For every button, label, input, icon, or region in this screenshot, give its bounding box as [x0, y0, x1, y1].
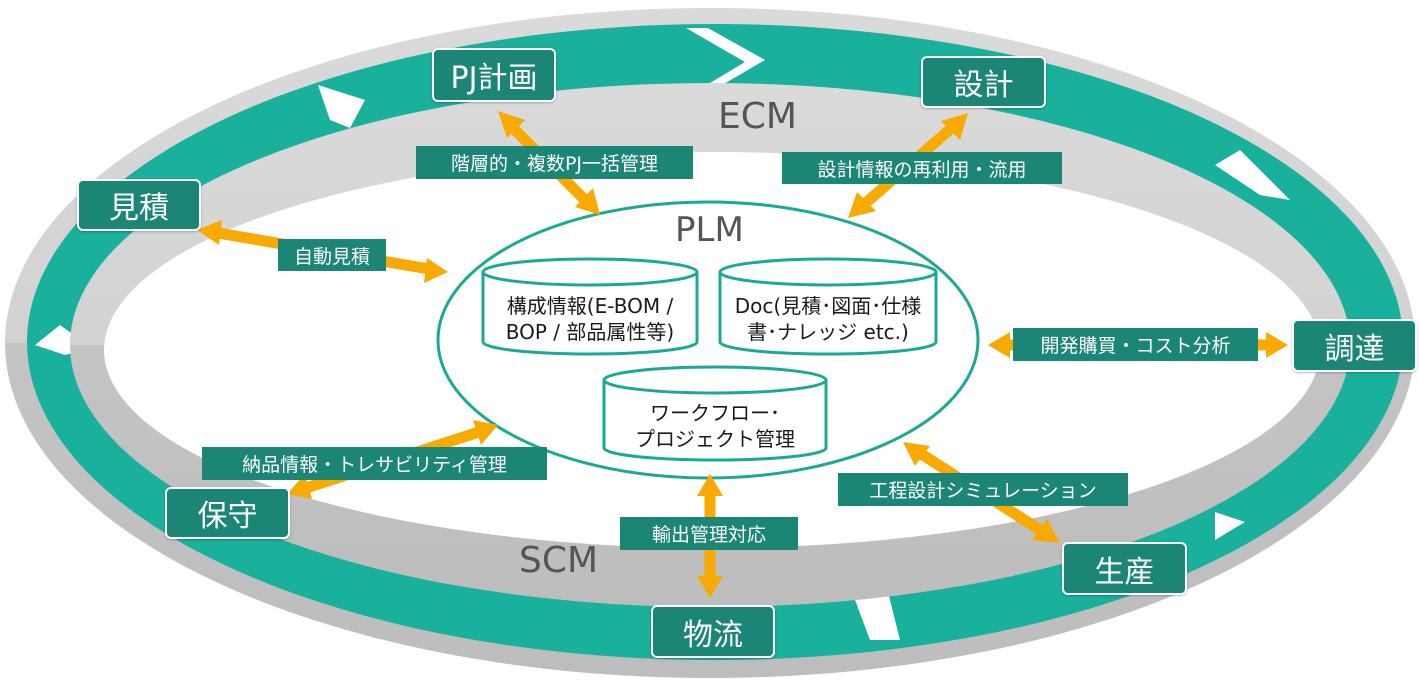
stage-estimate: 見積	[77, 179, 201, 231]
tag-dev-purchase: 開発購買・コスト分析	[1013, 328, 1258, 361]
stage-design: 設計	[921, 56, 1046, 108]
stage-pj-plan: PJ計画	[432, 48, 556, 102]
ecm-label: ECM	[718, 96, 797, 137]
db-doc	[718, 257, 938, 356]
stage-logistics: 物流	[651, 605, 775, 658]
db-structure	[481, 257, 699, 356]
db-workflow	[602, 365, 828, 462]
tag-traceability: 納品情報・トレサビリティ管理	[202, 447, 547, 480]
tag-process-sim: 工程設計シミュレーション	[838, 473, 1128, 506]
stage-maintenance: 保守	[165, 487, 290, 539]
db-workflow-text: ワークフロー･ プロジェクト管理	[604, 400, 826, 452]
tag-design-reuse: 設計情報の再利用・流用	[782, 152, 1062, 184]
db-workflow-line1: ワークフロー･	[650, 401, 780, 425]
scm-label: SCM	[519, 540, 599, 581]
tag-multi-pj: 階層的・複数PJ一括管理	[416, 146, 693, 179]
db-structure-line1: 構成情報(E-BOM /	[506, 294, 674, 318]
stage-production: 生産	[1062, 542, 1187, 595]
db-doc-line2: 書･ナレッジ etc.)	[747, 320, 909, 344]
plm-title: PLM	[675, 210, 744, 250]
stage-procurement: 調達	[1292, 319, 1417, 372]
db-doc-line1: Doc(見積･図面･仕様	[734, 294, 922, 318]
db-workflow-line2: プロジェクト管理	[635, 427, 795, 451]
db-structure-text: 構成情報(E-BOM / BOP / 部品属性等)	[483, 293, 697, 345]
db-structure-line2: BOP / 部品属性等)	[505, 320, 675, 344]
tag-auto-estimate: 自動見積	[278, 239, 386, 271]
db-doc-text: Doc(見積･図面･仕様 書･ナレッジ etc.)	[720, 293, 936, 345]
tag-export-control: 輸出管理対応	[620, 517, 798, 550]
